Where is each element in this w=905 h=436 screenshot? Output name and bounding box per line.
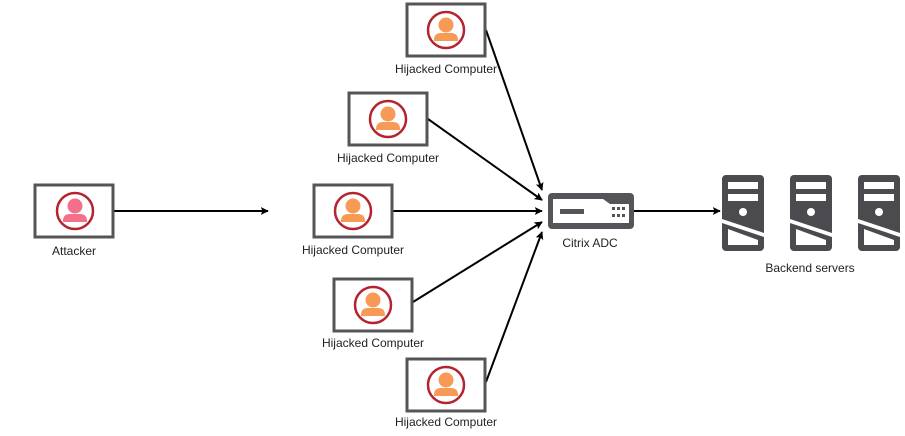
user-icon [428, 12, 464, 48]
appliance-icon [548, 193, 634, 229]
hijacked-label: Hijacked Computer [395, 415, 497, 429]
servers-label: Backend servers [765, 261, 854, 275]
adc-label: Citrix ADC [562, 236, 618, 250]
hijacked-node[interactable]: Hijacked Computer [337, 91, 439, 165]
hijacked-node[interactable]: Hijacked Computer [302, 183, 404, 257]
servers-group[interactable]: Backend servers [722, 175, 900, 275]
edge-hijacked-1-to-adc [485, 29, 544, 191]
attacker-label: Attacker [52, 244, 96, 258]
edge-hijacked-4-to-adc [412, 221, 543, 303]
hijacked-node[interactable]: Hijacked Computer [395, 357, 497, 429]
user-icon [370, 101, 406, 137]
edge-hijacked-5-to-adc [485, 231, 544, 383]
adc-node[interactable]: Citrix ADC [548, 193, 634, 250]
edges [114, 29, 721, 383]
hijacked-node[interactable]: Hijacked Computer [395, 2, 497, 76]
server-icon [722, 175, 764, 251]
server-icon [858, 175, 900, 251]
server-icon [790, 175, 832, 251]
hijacked-label: Hijacked Computer [395, 62, 497, 76]
attacker-node[interactable]: Attacker [33, 183, 115, 258]
hijacked-label: Hijacked Computer [322, 336, 424, 350]
user-icon [57, 193, 93, 229]
hijacked-label: Hijacked Computer [302, 243, 404, 257]
hijacked-node[interactable]: Hijacked Computer [322, 277, 424, 350]
user-icon [355, 287, 391, 323]
user-icon [335, 193, 371, 229]
user-icon [428, 367, 464, 403]
hijacked-label: Hijacked Computer [337, 151, 439, 165]
edge-hijacked-2-to-adc [427, 118, 543, 201]
